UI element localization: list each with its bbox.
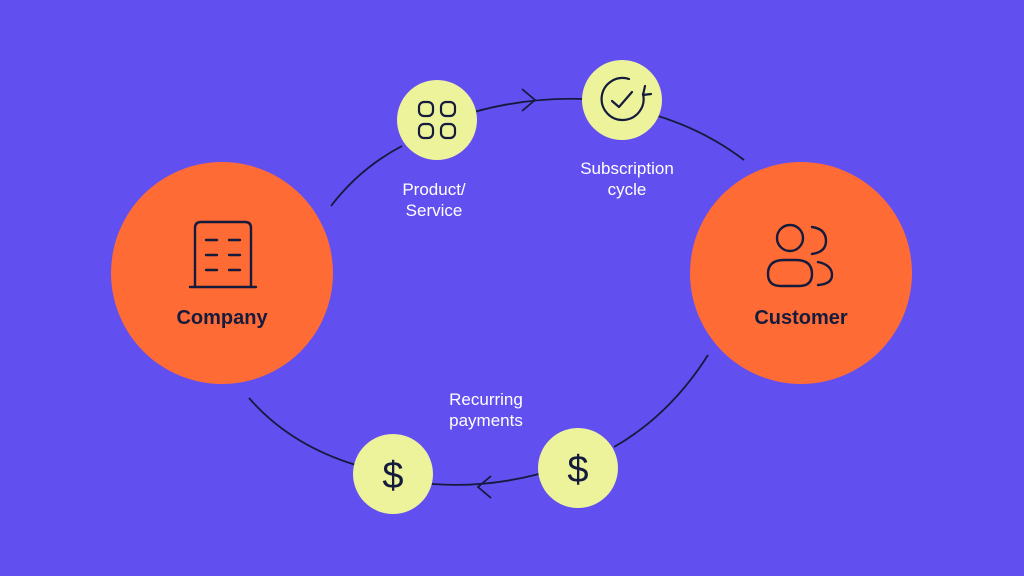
customer-label: Customer	[754, 307, 848, 329]
arrow-head-left	[476, 475, 492, 499]
dollar-icon: $	[382, 455, 403, 497]
grid-apps-icon	[417, 100, 457, 140]
recurring-payments-label: Recurring payments	[449, 390, 523, 430]
connector-payment-company	[248, 397, 357, 466]
payment-node-left	[353, 434, 433, 514]
company-node	[111, 162, 333, 384]
dollar-icon: $	[567, 449, 588, 491]
connector-product-subscription	[473, 97, 585, 113]
connector-payment-payment	[431, 473, 540, 486]
product-node	[397, 80, 477, 160]
customer-node	[690, 162, 912, 384]
payment-node-right	[538, 428, 618, 508]
connector-company-product	[330, 145, 403, 207]
arrow-head-right	[521, 88, 537, 112]
cycle-check-icon	[600, 76, 653, 122]
company-label: Company	[176, 307, 268, 329]
building-icon	[188, 220, 258, 289]
product-service-label: Product/ Service	[402, 180, 466, 220]
connector-subscription-customer	[657, 115, 745, 161]
connector-customer-payment	[613, 354, 709, 448]
subscription-node	[582, 60, 662, 140]
subscription-cycle-label: Subscription cycle	[580, 159, 674, 199]
users-icon	[766, 223, 834, 288]
